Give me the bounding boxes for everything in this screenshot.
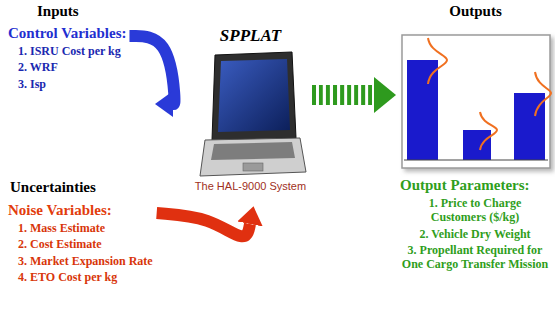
output-chart: Outputs (398, 2, 553, 172)
output-item: 2. Vehicle Dry Weight (400, 227, 550, 241)
input-group: Control Variables: 1. ISRU Cost per kg 2. … (8, 24, 126, 91)
section-heading: Uncertainties (10, 178, 96, 196)
section-heading: Outputs (398, 2, 553, 20)
list-item: 2. WRF (8, 60, 126, 74)
input-arrow (129, 36, 174, 104)
output-heading: Output Parameters: (400, 176, 530, 194)
noise-group: Noise Variables: 1. Mass Estimate 2. Cost … (8, 201, 153, 285)
list-item: 1. Mass Estimate (8, 221, 153, 235)
group-heading: Noise Variables: (8, 201, 153, 219)
list-item: 3. Market Expansion Rate (8, 254, 153, 268)
section-heading: Inputs (37, 2, 79, 20)
list-item: 2. Cost Estimate (8, 237, 153, 251)
list-item: 3. Isp (8, 77, 126, 91)
noise-arrow (157, 213, 250, 236)
system-title: SPPLAT (193, 26, 308, 46)
output-arrow (312, 85, 374, 105)
bar-chart (402, 35, 551, 168)
list-item: 1. ISRU Cost per kg (8, 44, 126, 58)
computer-node: SPPLAT The HAL-9000 System (193, 26, 308, 204)
list-item: 4. ETO Cost per kg (8, 270, 153, 284)
output-item: 3. Propellant Required for One Cargo Tra… (400, 243, 550, 272)
group-heading: Control Variables: (8, 24, 126, 42)
system-label: The HAL-9000 System (193, 180, 308, 193)
output-item: 1. Price to Charge Customers ($/kg) (400, 196, 550, 225)
laptop-illustration (200, 52, 306, 176)
